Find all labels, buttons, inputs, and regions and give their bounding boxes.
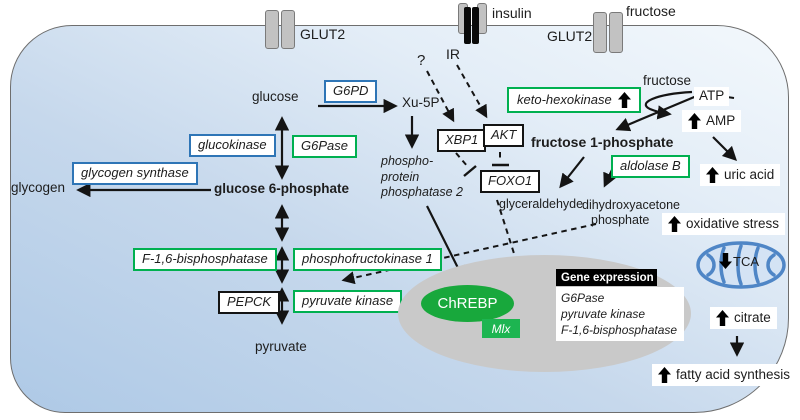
- fructose-intracellular-label: fructose: [643, 73, 692, 88]
- citrate-box: citrate: [710, 307, 777, 329]
- citrate-label: citrate: [734, 309, 771, 325]
- oxidative-stress-label: oxidative stress: [686, 215, 780, 231]
- up-arrow-icon: [716, 310, 729, 326]
- fatty-acid-synthesis-label: fatty acid synthesis: [676, 366, 791, 382]
- mlx-box: Mlx: [482, 319, 520, 338]
- oxidative-stress-box: oxidative stress: [662, 213, 786, 235]
- glycogen-label: glycogen: [11, 180, 66, 195]
- glucokinase-box: glucokinase: [189, 134, 276, 157]
- gene-expression-header: Gene expression: [556, 269, 657, 286]
- up-arrow-icon: [668, 216, 681, 232]
- amp-box: AMP: [682, 110, 742, 132]
- mitochondrion-icon: [696, 241, 786, 289]
- pepck-box: PEPCK: [218, 291, 281, 314]
- ir-label: IR: [446, 46, 460, 62]
- glyceraldehyde-label: glyceraldehyde: [499, 197, 584, 211]
- dihydroxyacetone-phosphate-label: dihydroxyacetone phosphate: [582, 198, 680, 228]
- glucose-6-phosphate-label: glucose 6-phosphate: [214, 181, 350, 196]
- up-arrow-icon: [617, 92, 631, 108]
- insulin-label: insulin: [492, 5, 532, 21]
- g6pase-box: G6Pase: [292, 135, 357, 158]
- gene-item: G6Pase: [561, 291, 605, 305]
- pyruvate-label: pyruvate: [255, 339, 307, 354]
- pyruvate-kinase-box: pyruvate kinase: [293, 290, 403, 313]
- akt-box: AKT: [483, 124, 525, 147]
- fructose-1-phosphate-label: fructose 1-phosphate: [531, 134, 674, 150]
- glut2-right-transporter-icon: [609, 12, 623, 53]
- up-arrow-icon: [706, 167, 719, 183]
- pp2-line: protein: [381, 169, 420, 184]
- keto-hexokinase-label: keto-hexokinase: [517, 91, 612, 107]
- glut2-right-label: GLUT2: [547, 28, 593, 44]
- pp2-line: phospho-: [381, 154, 434, 168]
- gene-item: pyruvate kinase: [561, 307, 646, 321]
- question-mark-label: ?: [417, 52, 426, 69]
- phosphofructokinase1-box: phosphofructokinase 1: [293, 248, 442, 271]
- dhap-line: phosphate: [591, 213, 650, 227]
- g6pd-box: G6PD: [324, 80, 378, 103]
- fructose-extracellular-label: fructose: [626, 3, 676, 19]
- glut2-left-transporter-icon: [265, 10, 279, 49]
- xbp1-box: XBP1: [437, 129, 487, 152]
- tca-flag: TCA: [719, 253, 759, 269]
- glut2-left-label: GLUT2: [300, 26, 346, 42]
- pp2-line: phosphatase 2: [381, 185, 464, 199]
- gene-item: F-1,6-bisphosphatase: [561, 323, 678, 337]
- insulin-receptor-icon: [464, 7, 471, 44]
- gene-expression-list: G6Pase pyruvate kinase F-1,6-bisphosphat…: [556, 287, 684, 341]
- up-arrow-icon: [688, 113, 701, 129]
- glucose-label: glucose: [252, 89, 299, 104]
- f16-bisphosphatase-box: F-1,6-bisphosphatase: [133, 248, 277, 271]
- phosphoprotein-phosphatase2-label: phospho- protein phosphatase 2: [381, 154, 463, 201]
- aldolase-b-box: aldolase B: [611, 155, 690, 178]
- down-arrow-icon: [719, 253, 732, 269]
- up-arrow-icon: [658, 367, 671, 383]
- glycogen-synthase-box: glycogen synthase: [72, 162, 198, 185]
- uric-acid-label: uric acid: [724, 166, 775, 182]
- chrebp-ellipse: ChREBP: [421, 285, 514, 322]
- fatty-acid-synthesis-box: fatty acid synthesis: [652, 364, 797, 386]
- xu5p-label: Xu-5P: [402, 95, 440, 110]
- uric-acid-box: uric acid: [700, 164, 781, 186]
- amp-label: AMP: [706, 112, 736, 128]
- keto-hexokinase-box: keto-hexokinase: [507, 87, 641, 113]
- atp-label: ATP: [694, 87, 730, 106]
- foxo1-box: FOXO1: [480, 170, 541, 193]
- dhap-line: dihydroxyacetone: [582, 198, 680, 212]
- insulin-receptor-icon: [472, 7, 479, 44]
- tca-label: TCA: [733, 253, 759, 269]
- glut2-left-transporter-icon: [281, 10, 295, 49]
- glut2-right-transporter-icon: [593, 12, 607, 53]
